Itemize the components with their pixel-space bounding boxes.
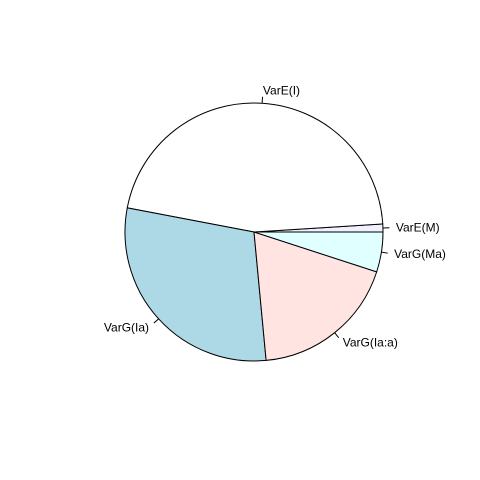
pie-label-vare-m: VarE(M)	[396, 221, 440, 235]
pie-label-varg-ia: VarG(Ia)	[104, 321, 149, 335]
pie-slice-varg-ia-a	[253, 231, 378, 361]
pie-slice-varg-ia	[124, 207, 267, 362]
pie-slice-varg-ma	[253, 231, 384, 273]
pie-tick-varg-ia-a	[334, 332, 340, 339]
pie-slices	[124, 102, 384, 362]
pie-label-vare-i: VarE(I)	[263, 83, 300, 97]
pie-tick-varg-ma	[381, 251, 388, 254]
pie-tick-varg-ia	[153, 318, 159, 324]
pie-label-varg-ia-a: VarG(Ia:a)	[343, 336, 398, 350]
pie-slice-vare-i	[126, 102, 384, 233]
pie-label-ticks	[153, 96, 390, 339]
pie-label-varg-ma: VarG(Ma)	[394, 247, 446, 261]
pie-labels: VarE(M) VarE(I) VarG(Ia) VarG(Ia:a) VarG(Ma)	[104, 83, 446, 349]
